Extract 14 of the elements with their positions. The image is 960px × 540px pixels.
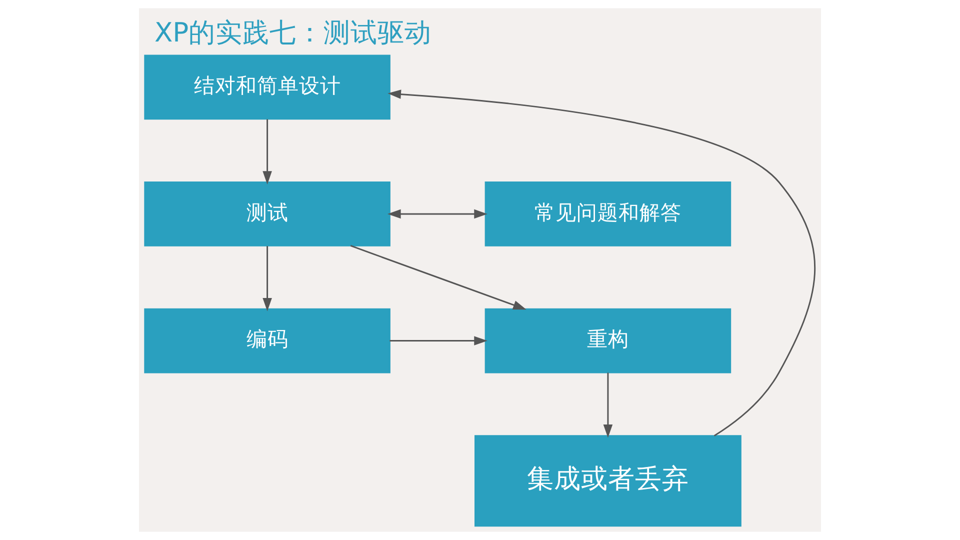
arrow (390, 336, 488, 346)
node-box: 编码 (144, 308, 390, 374)
arrow (262, 119, 272, 184)
arrow (603, 372, 613, 438)
node-box: 集成或者丢弃 (474, 435, 742, 527)
node-box: 重构 (484, 308, 732, 374)
node-box: 测试 (144, 182, 390, 246)
arrow (388, 209, 488, 219)
node-box: 常见问题和解答 (484, 182, 732, 246)
diagram-title: XP的实践七：测试驱动 (154, 17, 432, 48)
arrow (350, 245, 526, 310)
arrow (388, 90, 816, 436)
node-box: 结对和简单设计 (144, 54, 390, 120)
arrow (262, 246, 272, 312)
